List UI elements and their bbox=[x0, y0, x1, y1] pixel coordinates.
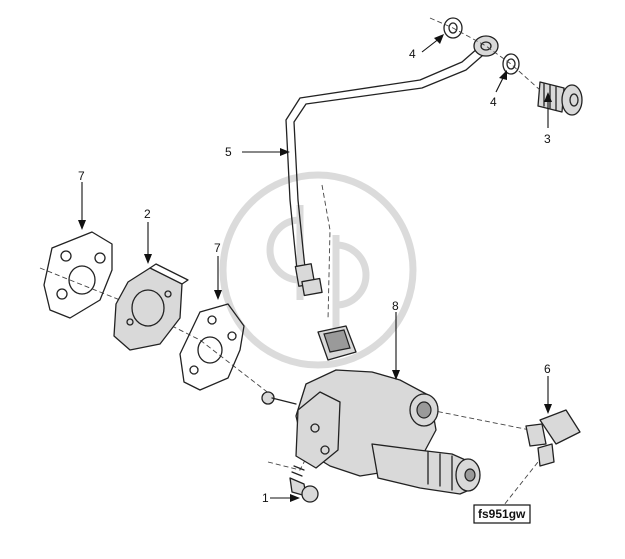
mounting-stud bbox=[261, 391, 297, 405]
callout-6: 6 bbox=[544, 362, 551, 376]
leader-arrows bbox=[78, 34, 552, 502]
gasket-left bbox=[43, 231, 113, 319]
callout-7-left: 7 bbox=[78, 169, 85, 183]
banjo-bolt bbox=[537, 81, 583, 116]
callout-4-upper: 4 bbox=[409, 47, 416, 61]
mounting-bolt bbox=[289, 465, 319, 503]
spacer-block bbox=[113, 263, 189, 351]
sealing-washer-lower bbox=[502, 53, 520, 75]
fuel-line-tube bbox=[285, 35, 499, 297]
callout-4-lower: 4 bbox=[490, 95, 497, 109]
callout-8: 8 bbox=[392, 299, 399, 313]
figure-code-text: fs951gw bbox=[478, 507, 526, 521]
watermark-logo-icon bbox=[219, 171, 417, 369]
callout-7-right: 7 bbox=[214, 241, 221, 255]
callout-5: 5 bbox=[225, 145, 232, 159]
callout-2: 2 bbox=[144, 207, 151, 221]
callout-3: 3 bbox=[544, 132, 551, 146]
fuel-pump-assembly bbox=[295, 325, 481, 495]
figure-code-badge: fs951gw bbox=[473, 504, 531, 524]
gasket-right bbox=[179, 303, 245, 391]
sealing-washer-upper bbox=[443, 17, 463, 39]
callout-1: 1 bbox=[262, 491, 269, 505]
elbow-fitting bbox=[525, 409, 581, 467]
